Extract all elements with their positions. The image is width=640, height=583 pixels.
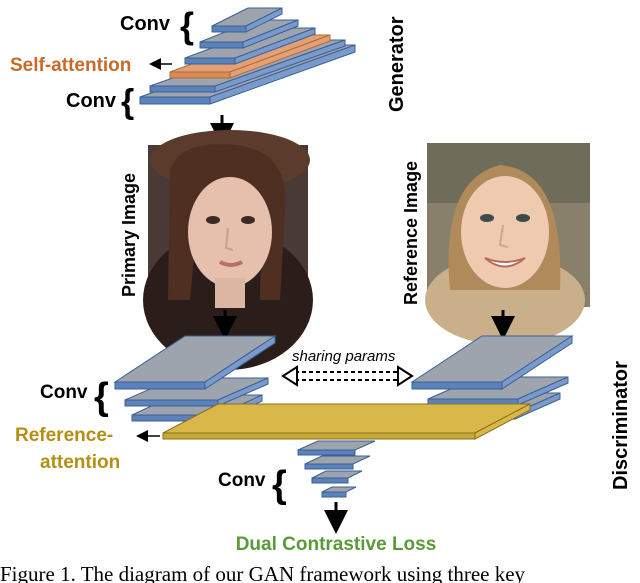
- generator-layer: [211, 7, 283, 33]
- self-attention-label: Self-attention: [10, 55, 131, 76]
- brace-icon: {: [94, 376, 109, 418]
- generator-label: Generator: [386, 16, 408, 112]
- discriminator-layer: [113, 335, 277, 390]
- generator-conv-top-label: Conv: [120, 13, 171, 35]
- brace-icon: {: [180, 5, 194, 46]
- figure-caption: Figure 1. The diagram of our GAN framewo…: [0, 562, 526, 583]
- discriminator-bottom-stack: [297, 440, 376, 498]
- primary-face-photo: [143, 130, 313, 370]
- discriminator-conv-left-label: Conv: [40, 382, 88, 403]
- discriminator-layer: [311, 470, 363, 484]
- discriminator-conv-bottom-label: Conv: [218, 470, 266, 491]
- discriminator-layer: [304, 455, 371, 470]
- discriminator-layer: [410, 335, 574, 390]
- reference-attention-layer: [162, 403, 531, 440]
- sharing-params-label: sharing params: [292, 348, 396, 365]
- reference-attention-label-line2: attention: [40, 452, 120, 473]
- reference-image-label: Reference Image: [401, 161, 421, 305]
- double-arrow-icon: [281, 365, 414, 387]
- discriminator-label: Discriminator: [610, 361, 632, 490]
- reference-face-photo: [425, 143, 590, 345]
- discriminator-layer: [321, 486, 357, 498]
- dual-contrastive-loss-label: Dual Contrastive Loss: [236, 534, 437, 555]
- reference-attention-label-line1: Reference-: [15, 425, 113, 446]
- primary-image-label: Primary Image: [119, 173, 139, 297]
- discriminator-layer: [297, 440, 376, 456]
- brace-icon: {: [272, 464, 287, 506]
- brace-icon: {: [121, 83, 134, 121]
- generator-stack: [139, 7, 356, 105]
- generator-conv-bottom-label: Conv: [66, 90, 117, 112]
